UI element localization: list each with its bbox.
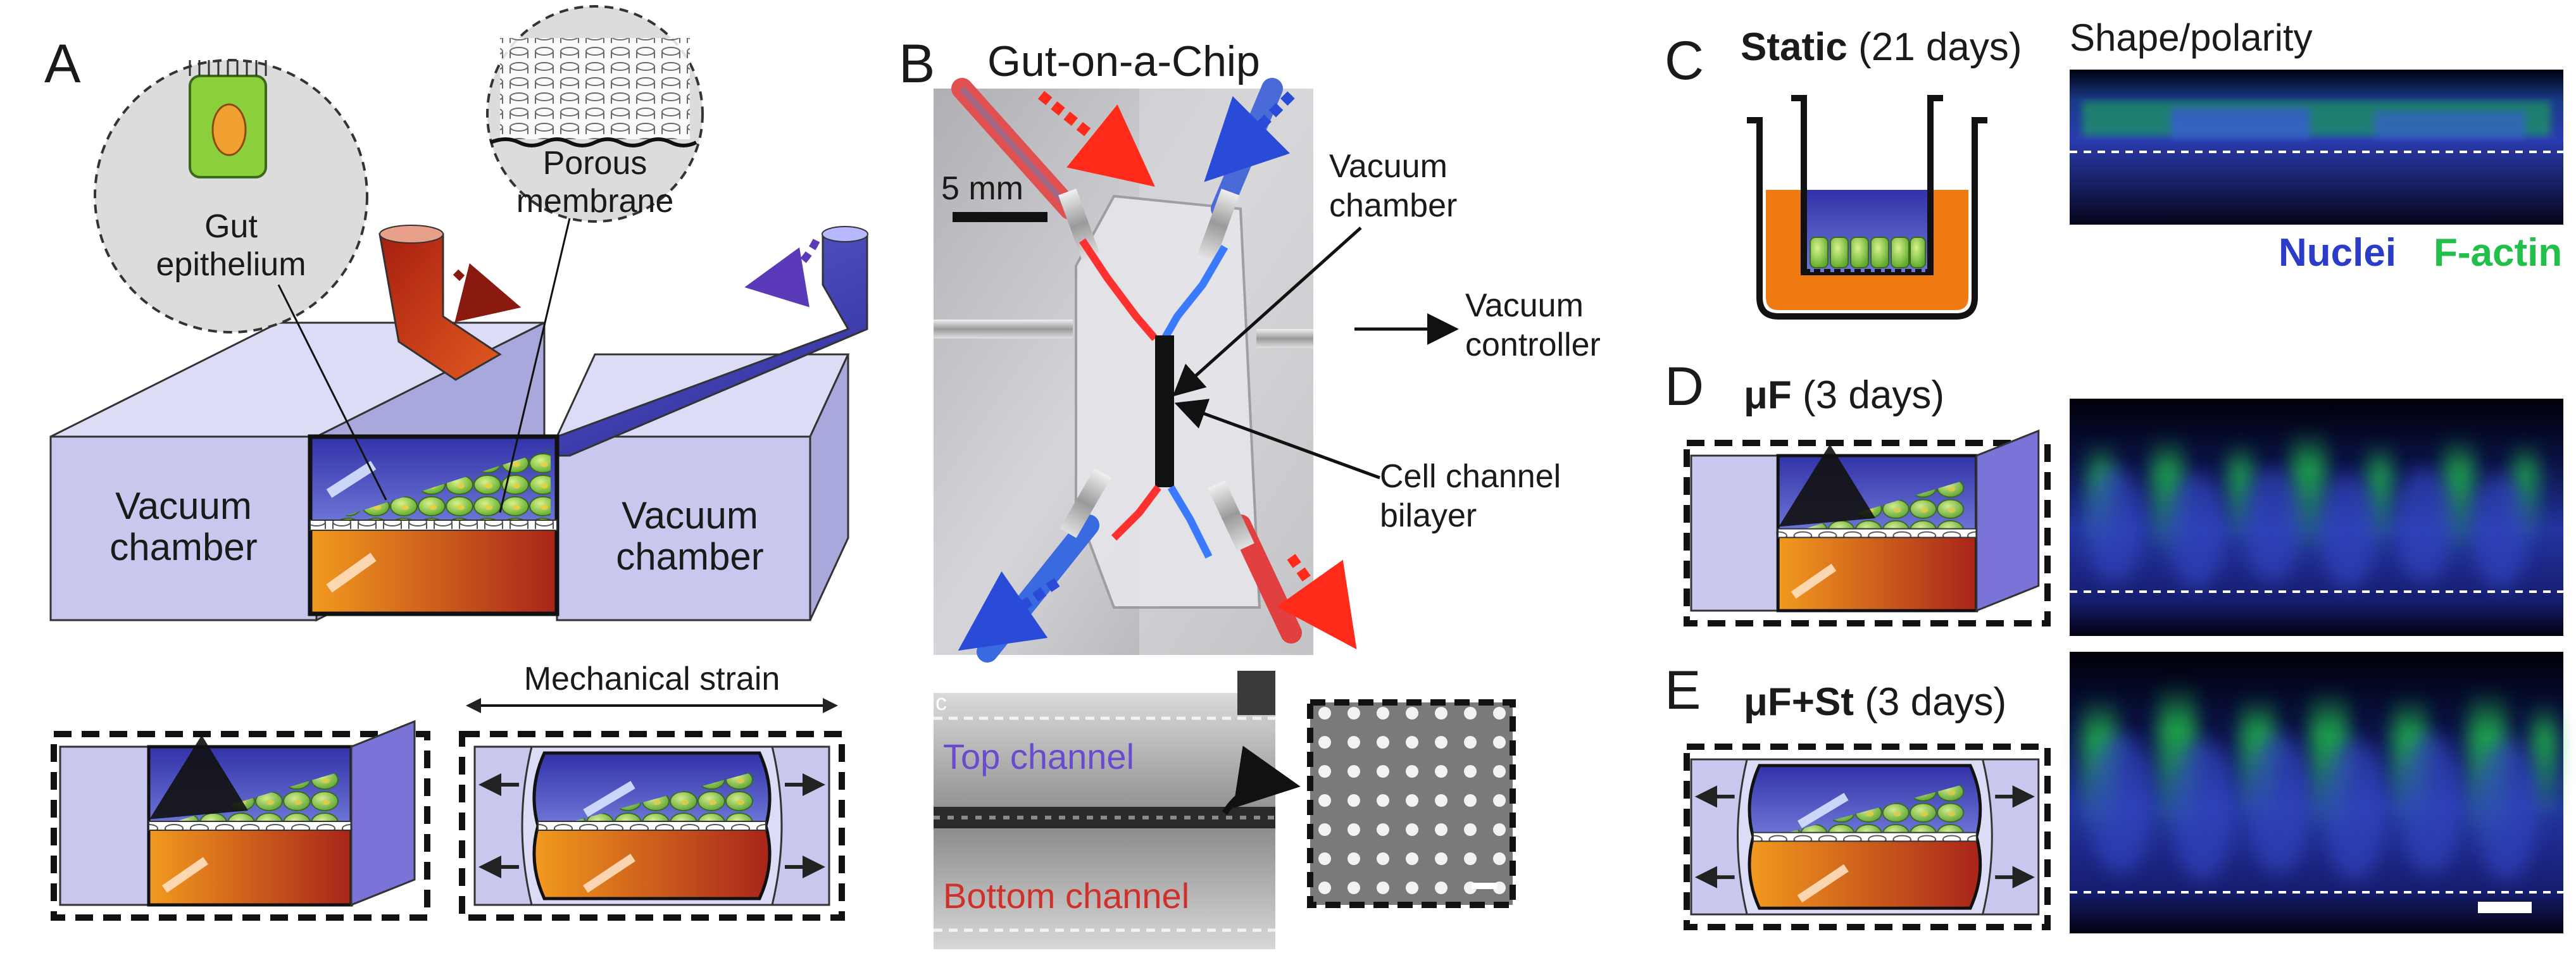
flow-in-arrow xyxy=(453,263,522,323)
panel-c-title-bold: Static xyxy=(1741,25,1848,69)
vacuum-right-line2: chamber xyxy=(616,535,763,578)
panel-d-title-bold: μF xyxy=(1744,373,1792,417)
legend-nuclei: Nuclei xyxy=(2279,231,2396,275)
panel-e-title-rest: (3 days) xyxy=(1854,680,2006,724)
vacuum-controller-label-line1: Vacuum xyxy=(1465,287,1584,324)
panel-d-title-rest: (3 days) xyxy=(1792,373,1944,417)
vacuum-controller-label-line2: controller xyxy=(1465,327,1601,363)
callout-epithelium-line1: Gut xyxy=(204,208,258,245)
cell-channel-label-line1: Cell channel xyxy=(1380,458,1561,495)
legend-factin: F-actin xyxy=(2434,231,2562,275)
panel-b-letter: B xyxy=(899,34,935,94)
panel-d-fluorescence-image xyxy=(2070,399,2563,636)
panel-e-letter: E xyxy=(1665,660,1701,721)
callout-epithelium: Gut epithelium xyxy=(94,59,387,501)
transwell-schematic xyxy=(1747,95,1987,320)
panel-e-fluorescence-image xyxy=(2070,652,2563,933)
panel-e-title: μF+St (3 days) xyxy=(1744,680,2006,724)
scale-bar xyxy=(953,212,1047,222)
panel-d-schematic xyxy=(1684,431,2051,626)
vacuum-left-line2: chamber xyxy=(109,526,257,568)
panel-c-title-rest: (21 days) xyxy=(1848,25,2022,69)
panel-d: D μF (3 days) xyxy=(1665,356,2563,636)
panel-e-title-bold: μF+St xyxy=(1744,680,1854,724)
panel-d-title: μF (3 days) xyxy=(1744,373,1944,417)
bottom-channel-label: Bottom channel xyxy=(943,876,1189,916)
static-fluorescence-image xyxy=(2070,70,2563,225)
channel-section-photo: c Top channel Bottom channel xyxy=(934,671,1301,949)
vacuum-chamber-label-line2: chamber xyxy=(1329,187,1457,224)
cell-channel-label-line2: bilayer xyxy=(1380,497,1477,534)
micro-scale-bar xyxy=(2478,902,2532,913)
chip-photo: 5 mm xyxy=(934,78,1357,663)
vacuum-left-line1: Vacuum xyxy=(115,485,252,527)
callout-membrane-line1: Porous xyxy=(543,145,647,182)
panel-d-letter: D xyxy=(1665,356,1704,417)
panel-c: C Static (21 days) Shape/polarity xyxy=(1665,16,2563,320)
panel-a-letter: A xyxy=(44,34,81,94)
shape-polarity-heading: Shape/polarity xyxy=(2070,16,2313,59)
panel-c-letter: C xyxy=(1665,30,1704,91)
callout-membrane-line2: membrane xyxy=(516,183,674,220)
inset-c-letter: c xyxy=(935,689,947,715)
vacuum-chamber-label-line1: Vacuum xyxy=(1329,148,1447,185)
panel-b-title: Gut-on-a-Chip xyxy=(987,37,1260,85)
top-channel-label: Top channel xyxy=(943,737,1134,776)
central-channel xyxy=(308,434,560,616)
callout-membrane: Porous membrane xyxy=(486,5,704,513)
panel-b: B Gut-on-a-Chip xyxy=(899,34,1601,949)
scale-bar-label: 5 mm xyxy=(941,170,1023,207)
flow-out-arrow xyxy=(744,239,820,308)
callout-epithelium-line2: epithelium xyxy=(156,246,306,283)
strain-state-schematic: Mechanical strain xyxy=(459,661,845,921)
membrane-pores-inset xyxy=(1307,699,1516,908)
panel-a: A xyxy=(44,5,868,921)
vacuum-right-line1: Vacuum xyxy=(622,494,758,537)
panel-c-title: Static (21 days) xyxy=(1741,25,2022,69)
panel-e-schematic xyxy=(1684,744,2051,930)
panel-e: E μF+St (3 days) xyxy=(1665,652,2563,933)
rest-state-schematic xyxy=(51,721,430,921)
mechanical-strain-label: Mechanical strain xyxy=(524,661,780,697)
